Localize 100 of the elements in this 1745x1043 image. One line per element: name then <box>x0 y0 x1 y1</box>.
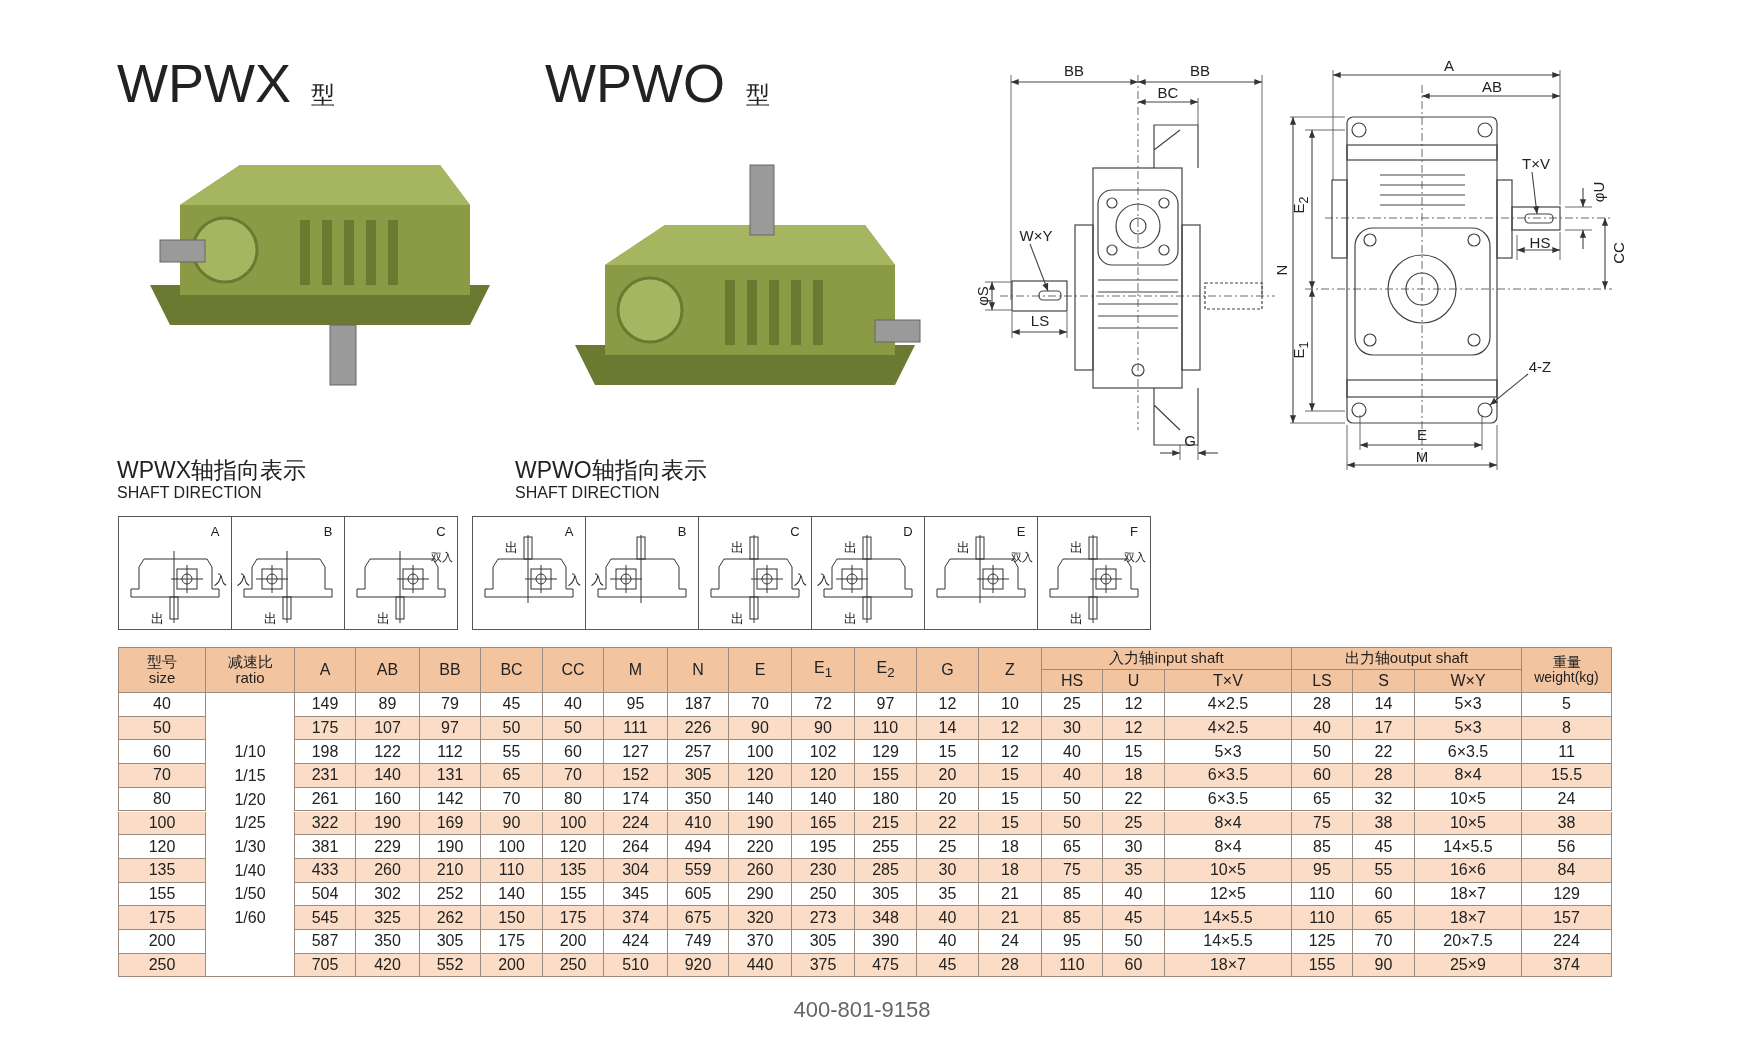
table-cell: 6×3.5 <box>1165 787 1292 812</box>
table-cell: 5×3 <box>1165 740 1292 765</box>
table-cell: 198 <box>295 740 356 765</box>
column-header: 重量 weight(kg) <box>1522 647 1612 693</box>
table-cell: 70 <box>481 787 543 812</box>
column-header: W×Y <box>1415 670 1522 693</box>
table-cell: 4×2.5 <box>1165 693 1292 717</box>
table-cell: 55 <box>481 740 543 765</box>
table-cell: 120 <box>118 835 206 859</box>
table-cell: 60 <box>1292 764 1353 788</box>
column-header: E$_{1}$ <box>792 647 855 693</box>
table-cell: 70 <box>543 764 604 788</box>
table-cell: 175 <box>543 906 604 930</box>
column-header: BB <box>420 647 481 693</box>
table-cell: 350 <box>668 787 729 812</box>
table-cell: 200 <box>543 930 604 954</box>
dimension-label: A <box>1444 57 1454 73</box>
table-cell: 257 <box>668 740 729 765</box>
table-cell: 8×4 <box>1165 835 1292 859</box>
table-cell: 110 <box>1292 906 1353 930</box>
dimension-label: LS <box>1030 312 1050 328</box>
dimension-label: φU <box>1590 181 1606 203</box>
table-cell: 155 <box>118 882 206 907</box>
table-cell: 70 <box>729 693 792 717</box>
table-cell: 4×2.5 <box>1165 716 1292 741</box>
table-cell: 95 <box>604 693 668 717</box>
column-header: BC <box>481 647 543 693</box>
dimension-label: φS <box>974 286 990 306</box>
table-cell: 230 <box>792 858 855 883</box>
shaft-mark: 出 <box>504 540 518 554</box>
column-header: 入力轴input shaft <box>1042 647 1292 670</box>
table-cell: 72 <box>792 693 855 717</box>
table-cell: 38 <box>1353 811 1415 836</box>
table-cell: 60 <box>1353 882 1415 907</box>
table-cell: 18 <box>979 835 1042 859</box>
table-cell: 261 <box>295 787 356 812</box>
table-cell: 545 <box>295 906 356 930</box>
table-cell: 90 <box>481 811 543 836</box>
table-cell: 90 <box>1353 953 1415 978</box>
table-cell: 65 <box>1292 787 1353 812</box>
table-cell: 80 <box>118 787 206 812</box>
leader-line <box>1489 373 1529 406</box>
table-cell: 305 <box>668 764 729 788</box>
table-cell: 122 <box>356 740 420 765</box>
table-cell: 374 <box>1522 953 1612 978</box>
table-cell: 169 <box>420 811 481 836</box>
table-cell: 190 <box>729 811 792 836</box>
column-header: G <box>917 647 979 693</box>
table-cell: 112 <box>420 740 481 765</box>
table-cell: 85 <box>1042 906 1103 930</box>
leader-label: W×Y <box>1019 227 1053 243</box>
table-cell: 140 <box>481 882 543 907</box>
shaft-mark: 出 <box>263 611 277 625</box>
table-cell: 18 <box>1103 764 1165 788</box>
table-cell: 5 <box>1522 693 1612 717</box>
table-cell: 30 <box>1042 716 1103 741</box>
table-cell: 55 <box>1353 858 1415 883</box>
shaft-mark: 出 <box>730 611 744 625</box>
column-header: LS <box>1292 670 1353 693</box>
table-cell: 195 <box>792 835 855 859</box>
table-cell: 38 <box>1522 811 1612 836</box>
table-cell: 129 <box>855 740 917 765</box>
view-letter: F <box>1130 524 1138 538</box>
keyway-slot <box>1524 213 1554 224</box>
table-cell: 25 <box>1042 693 1103 717</box>
table-cell: 705 <box>295 953 356 978</box>
table-cell: 587 <box>295 930 356 954</box>
shaft-mark: 出 <box>376 611 390 625</box>
table-cell: 140 <box>356 764 420 788</box>
table-cell: 21 <box>979 882 1042 907</box>
table-cell: 325 <box>356 906 420 930</box>
table-cell: 50 <box>1042 787 1103 812</box>
dimension-label: E <box>1417 426 1427 442</box>
table-cell: 260 <box>356 858 420 883</box>
table-cell: 40 <box>1292 716 1353 741</box>
mounting-hole <box>1477 402 1493 418</box>
table-cell: 200 <box>481 953 543 978</box>
table-cell: 97 <box>420 716 481 741</box>
view-letter: B <box>677 524 687 538</box>
table-cell: 305 <box>792 930 855 954</box>
table-cell: 21 <box>979 906 1042 930</box>
dimension-label: M <box>1415 448 1429 464</box>
table-cell: 45 <box>1353 835 1415 859</box>
table-cell: 22 <box>1103 787 1165 812</box>
table-cell: 12 <box>1103 716 1165 741</box>
table-cell: 65 <box>481 764 543 788</box>
table-cell: 35 <box>1103 858 1165 883</box>
table-cell: 345 <box>604 882 668 907</box>
table-cell: 559 <box>668 858 729 883</box>
leader-line <box>1029 243 1049 292</box>
column-header: AB <box>356 647 420 693</box>
table-cell: 424 <box>604 930 668 954</box>
shaft-mark: 出 <box>1069 540 1083 554</box>
table-cell: 180 <box>855 787 917 812</box>
column-header: 减速比 ratio <box>206 647 295 693</box>
table-cell: 749 <box>668 930 729 954</box>
table-cell: 165 <box>792 811 855 836</box>
table-cell: 24 <box>1522 787 1612 812</box>
shaft-mark: 入 <box>590 572 604 586</box>
table-cell: 102 <box>792 740 855 765</box>
